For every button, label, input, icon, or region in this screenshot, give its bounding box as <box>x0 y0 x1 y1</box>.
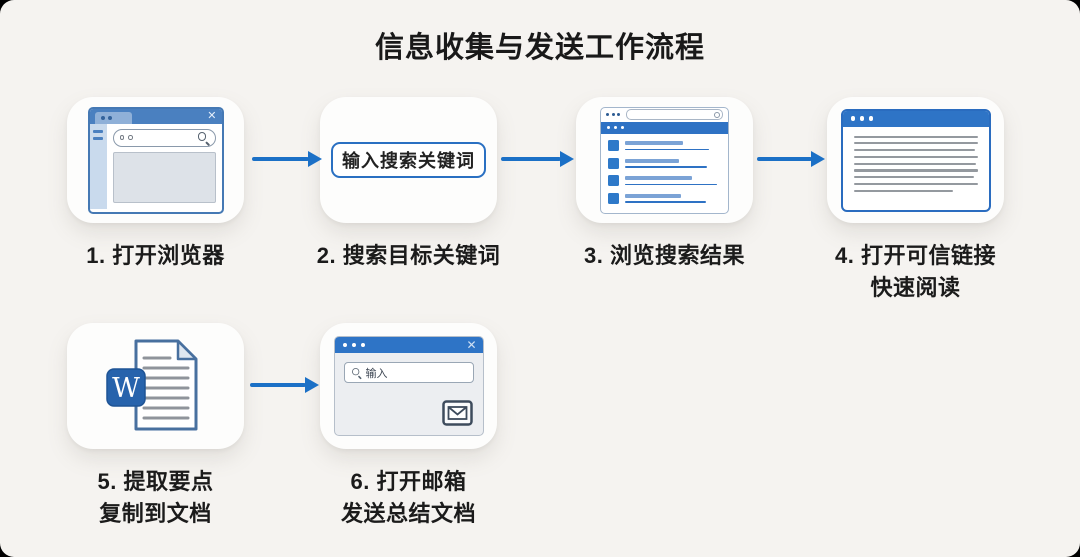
result-favicon <box>608 140 619 151</box>
keyword-input-box: 输入搜索关键词 <box>331 142 486 178</box>
result-favicon <box>608 157 619 169</box>
page-title: 信息收集与发送工作流程 <box>374 32 705 64</box>
result-favicon <box>608 192 619 204</box>
step-6-label: 6. 打开邮箱 发送总结文档 <box>340 469 476 526</box>
step-5-card: W <box>67 323 244 449</box>
arrow-step5-to-step6 <box>250 383 306 387</box>
browser-titlebar: ✕ <box>89 108 222 124</box>
magnifier-icon <box>351 368 361 377</box>
word-badge <box>105 368 146 407</box>
browser-content-area <box>112 151 216 203</box>
mail-input-text: 输入 <box>365 367 388 380</box>
step-1: ✕ <box>67 97 244 272</box>
result-item <box>608 192 721 204</box>
step-2: 输入搜索关键词 2. 搜索目标关键词 <box>317 97 500 272</box>
browser-body <box>89 123 222 209</box>
step-4-label: 4. 打开可信链接 快速阅读 <box>835 243 996 300</box>
word-badge-letter: W <box>112 373 140 404</box>
step-3-label: 3. 浏览搜索结果 <box>584 243 745 268</box>
result-item <box>608 157 721 169</box>
address-dot <box>128 135 133 140</box>
step-6: ✕ 输入 6. 打开邮箱 <box>320 323 497 530</box>
result-item <box>608 140 721 151</box>
results-toolbar <box>601 108 728 122</box>
result-item <box>608 175 721 186</box>
envelope-icon <box>441 400 473 426</box>
step-6-card: ✕ 输入 <box>320 323 497 449</box>
browser-window-icon: ✕ <box>87 106 224 214</box>
mail-window-icon: ✕ 输入 <box>333 336 484 436</box>
step-1-card: ✕ <box>67 97 244 223</box>
close-icon: ✕ <box>207 109 217 122</box>
step-4: 4. 打开可信链接 快速阅读 <box>827 97 1004 304</box>
browser-main <box>107 124 222 209</box>
browser-tab <box>94 112 132 124</box>
step-5-label: 5. 提取要点 复制到文档 <box>97 469 214 526</box>
results-search-pill <box>625 109 723 120</box>
step-5: W 5. 提取要点 复制到文档 <box>67 323 244 530</box>
address-dot <box>119 135 124 140</box>
arrow-step2-to-step3 <box>501 157 561 161</box>
step-1-label: 1. 打开浏览器 <box>86 243 225 268</box>
mail-search-input: 输入 <box>343 362 474 383</box>
arrow-step1-to-step2 <box>252 157 309 161</box>
mail-titlebar: ✕ <box>334 337 483 353</box>
step-2-card: 输入搜索关键词 <box>320 97 497 223</box>
search-results-window-icon <box>600 106 729 214</box>
results-blue-bar <box>601 121 728 134</box>
article-titlebar <box>842 110 989 127</box>
browser-sidebar <box>89 123 107 209</box>
step-3-card <box>576 97 753 223</box>
magnifier-icon <box>197 132 209 143</box>
word-document-icon: W <box>105 339 197 431</box>
step-2-label: 2. 搜索目标关键词 <box>316 243 501 268</box>
arrow-step3-to-step4 <box>757 157 812 161</box>
article-window-icon <box>840 108 991 212</box>
step-4-card <box>827 97 1004 223</box>
article-text-block <box>843 127 989 192</box>
close-icon: ✕ <box>466 338 477 352</box>
result-favicon <box>608 175 619 186</box>
step-3: 3. 浏览搜索结果 <box>576 97 753 272</box>
address-bar <box>112 128 216 147</box>
